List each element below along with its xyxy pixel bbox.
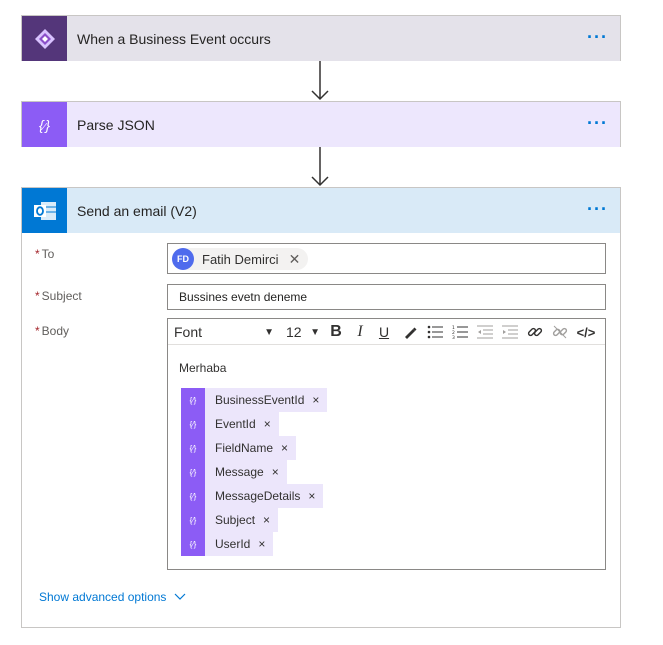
- bold-icon[interactable]: B: [330, 323, 342, 340]
- remove-token-icon[interactable]: ×: [258, 537, 266, 551]
- body-text: Merhaba: [179, 361, 227, 375]
- dynamic-token[interactable]: {∕} MessageDetails ×: [181, 484, 324, 508]
- dynamic-token[interactable]: {∕} FieldName ×: [181, 436, 297, 460]
- to-label-text: To: [41, 247, 55, 261]
- recipient-name: Fatih Demirci: [202, 251, 279, 267]
- font-color-icon[interactable]: [401, 322, 419, 342]
- remove-token-icon[interactable]: ×: [312, 393, 320, 407]
- token-label: UserId: [215, 537, 251, 551]
- svg-text:3: 3: [452, 335, 455, 339]
- remove-token-icon[interactable]: ×: [271, 465, 279, 479]
- bullet-list-icon[interactable]: [426, 322, 444, 342]
- show-advanced-options-label: Show advanced options: [39, 590, 167, 604]
- parse-json-icon: {∕}: [181, 460, 205, 484]
- token-label: FieldName: [215, 441, 274, 455]
- parse-json-icon: {∕}: [181, 436, 205, 460]
- parse-json-icon: {∕}: [181, 532, 205, 556]
- dynamic-token[interactable]: {∕} EventId ×: [181, 412, 279, 436]
- dynamic-token[interactable]: {∕} Subject ×: [181, 508, 279, 532]
- parse-json-icon: {∕}: [181, 412, 205, 436]
- trigger-card[interactable]: When a Business Event occurs ···: [21, 15, 621, 61]
- remove-token-icon[interactable]: ×: [308, 489, 316, 503]
- send-email-more-button[interactable]: ···: [587, 199, 608, 219]
- chevron-down-icon: [175, 593, 186, 600]
- required-mark: *: [35, 247, 40, 261]
- remove-token-icon[interactable]: ×: [281, 441, 289, 455]
- font-select[interactable]: Font ▼: [174, 322, 274, 342]
- business-event-icon: [22, 16, 67, 61]
- trigger-more-button[interactable]: ···: [587, 27, 608, 47]
- dynamic-token[interactable]: {∕} BusinessEventId ×: [181, 388, 328, 412]
- font-size-value: 12: [286, 324, 302, 340]
- decrease-indent-icon[interactable]: [476, 322, 494, 342]
- code-view-icon[interactable]: </>: [576, 324, 596, 340]
- svg-text:2: 2: [452, 330, 455, 336]
- body-label: *Body: [35, 324, 69, 338]
- subject-label-text: Subject: [41, 289, 82, 303]
- font-select-value: Font: [174, 324, 203, 340]
- connector-arrow-icon: [311, 147, 329, 187]
- parse-json-card[interactable]: {∕} Parse JSON ···: [21, 101, 621, 147]
- parse-json-icon: {∕}: [181, 484, 205, 508]
- parse-json-more-button[interactable]: ···: [587, 113, 608, 133]
- remove-recipient-icon[interactable]: ✕: [288, 250, 301, 267]
- increase-indent-icon[interactable]: [501, 322, 519, 342]
- to-label: *To: [35, 247, 54, 261]
- token-label: EventId: [215, 417, 256, 431]
- svg-text:1: 1: [452, 325, 455, 331]
- subject-input[interactable]: Bussines evetn deneme: [167, 284, 606, 310]
- chevron-down-icon: ▼: [264, 326, 274, 338]
- recipient-pill[interactable]: FD Fatih Demirci ✕: [172, 248, 309, 270]
- connector-arrow-icon: [311, 61, 329, 101]
- font-size-select[interactable]: 12 ▼: [286, 322, 320, 342]
- parse-json-title: Parse JSON: [77, 116, 155, 133]
- outlook-icon: [22, 188, 67, 233]
- token-label: BusinessEventId: [215, 393, 305, 407]
- token-label: Message: [215, 465, 264, 479]
- subject-label: *Subject: [35, 289, 82, 303]
- remove-token-icon[interactable]: ×: [263, 513, 271, 527]
- body-label-text: Body: [41, 324, 70, 338]
- token-label: MessageDetails: [215, 489, 301, 503]
- parse-json-icon: {∕}: [181, 388, 205, 412]
- unlink-icon[interactable]: [551, 322, 569, 342]
- link-icon[interactable]: [526, 322, 544, 342]
- avatar: FD: [172, 248, 194, 270]
- underline-icon[interactable]: U: [378, 324, 390, 340]
- to-field[interactable]: FD Fatih Demirci ✕: [167, 243, 606, 274]
- dynamic-content-tokens: {∕} BusinessEventId × {∕} EventId × {∕} FieldNa…: [181, 388, 328, 556]
- required-mark: *: [35, 289, 40, 303]
- dynamic-token[interactable]: {∕} Message ×: [181, 460, 287, 484]
- send-email-title: Send an email (V2): [77, 202, 197, 219]
- show-advanced-options-link[interactable]: Show advanced options: [39, 590, 186, 604]
- send-email-card: Send an email (V2) ··· *To FD Fatih Demi…: [21, 187, 621, 628]
- required-mark: *: [35, 324, 40, 338]
- parse-json-icon: {∕}: [22, 102, 67, 147]
- parse-json-icon: {∕}: [181, 508, 205, 532]
- dynamic-token[interactable]: {∕} UserId ×: [181, 532, 274, 556]
- token-label: Subject: [215, 513, 256, 527]
- trigger-title: When a Business Event occurs: [77, 30, 271, 47]
- italic-icon[interactable]: I: [357, 323, 363, 340]
- chevron-down-icon: ▼: [310, 326, 320, 338]
- remove-token-icon[interactable]: ×: [263, 417, 271, 431]
